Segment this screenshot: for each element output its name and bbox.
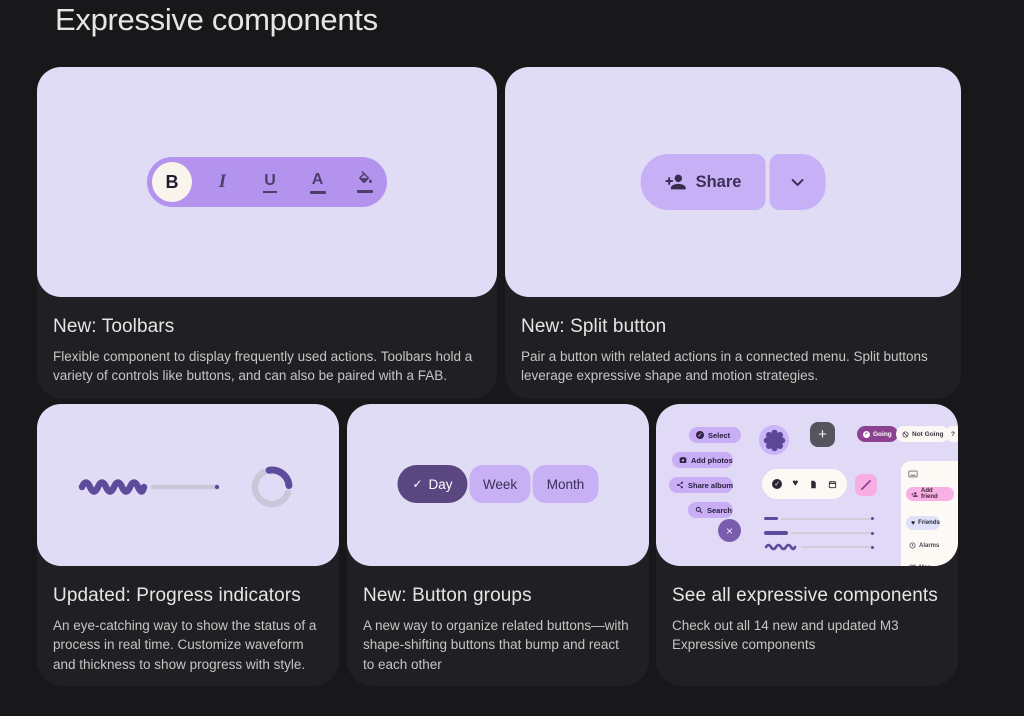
- card-title: New: Button groups: [363, 585, 532, 606]
- card-description: Check out all 14 new and updated M3 Expr…: [672, 618, 899, 653]
- loading-shape: [759, 425, 789, 455]
- check-circle-icon: ✓: [696, 431, 704, 439]
- chevron-down-icon: [787, 172, 807, 192]
- check-circle-icon: ✓: [863, 430, 870, 438]
- wavy-progress-bar: [77, 474, 225, 500]
- card-title: See all expressive components: [672, 585, 938, 606]
- toolbar-demo: B I U A: [147, 157, 387, 207]
- scallop-flower-icon: [763, 429, 785, 451]
- mini-progress-thin: [764, 517, 874, 520]
- underline-icon: U: [263, 172, 277, 193]
- search-chip: Search: [688, 502, 733, 518]
- card-split-button[interactable]: Share New: Split button Pair a button wi…: [505, 67, 961, 399]
- calendar-icon: [828, 480, 837, 489]
- week-button[interactable]: Week: [469, 465, 531, 503]
- button-group-demo: ✓ Day Week Month: [397, 465, 599, 503]
- file-icon: [809, 480, 818, 489]
- page-title: Expressive components: [55, 2, 378, 37]
- paint-bucket-icon: [357, 171, 374, 188]
- heart-icon: ♥: [792, 478, 799, 489]
- heart-icon: ♥: [911, 519, 916, 527]
- card-description: An eye-catching way to show the status o…: [53, 618, 317, 672]
- keyboard-icon: [908, 470, 918, 478]
- not-going-chip: Not Going: [896, 426, 950, 442]
- pencil-icon: [861, 480, 871, 490]
- check-circle-icon: ✓: [772, 479, 783, 489]
- camera-icon: [679, 456, 687, 464]
- split-button-demo: Share: [640, 154, 826, 210]
- person-add-icon: [665, 171, 687, 193]
- map-icon: [909, 564, 916, 566]
- card-description: Pair a button with related actions in a …: [521, 349, 928, 384]
- plus-icon: +: [818, 426, 827, 443]
- alarms-item: Alarms: [909, 542, 939, 549]
- add-friend-item: Add friend: [906, 487, 954, 501]
- underline-button[interactable]: U: [253, 172, 287, 193]
- card-description: Flexible component to display frequently…: [53, 349, 473, 384]
- fill-color-button[interactable]: [348, 171, 382, 193]
- day-button-selected[interactable]: ✓ Day: [397, 465, 468, 503]
- card-title: Updated: Progress indicators: [53, 585, 301, 606]
- toolbars-illustration: B I U A: [37, 67, 497, 297]
- person-add-icon: [911, 491, 918, 498]
- map-item: Map: [909, 564, 931, 566]
- card-see-all[interactable]: ✓ Select Add photos Share album Search ×: [656, 404, 958, 686]
- share-label: Share: [695, 172, 742, 191]
- question-icon: ?: [951, 430, 955, 438]
- card-toolbars[interactable]: B I U A New: Toolbars: [37, 67, 497, 399]
- share-button[interactable]: Share: [640, 154, 766, 210]
- add-fab: +: [810, 422, 835, 447]
- card-title: New: Toolbars: [53, 316, 175, 337]
- card-description: A new way to organize related buttons—wi…: [363, 618, 629, 672]
- share-icon: [676, 481, 684, 489]
- search-icon: [695, 506, 703, 514]
- progress-illustration: [37, 404, 339, 566]
- blocked-icon: [902, 431, 909, 438]
- icon-toolbar: ✓ ♥: [762, 469, 847, 499]
- clock-icon: [909, 542, 916, 549]
- italic-icon: I: [218, 171, 227, 192]
- card-button-groups[interactable]: ✓ Day Week Month New: Button groups A ne…: [347, 404, 649, 686]
- circular-progress-spinner: [248, 463, 296, 511]
- mini-progress-wavy: [764, 542, 874, 552]
- close-fab: ×: [718, 519, 741, 542]
- check-icon: ✓: [412, 477, 423, 491]
- components-collage: ✓ Select Add photos Share album Search ×: [656, 404, 958, 566]
- select-chip: ✓ Select: [689, 427, 741, 443]
- mini-progress-thick: [764, 531, 874, 535]
- split-dropdown-button[interactable]: [769, 154, 826, 210]
- button-groups-illustration: ✓ Day Week Month: [347, 404, 649, 566]
- close-icon: ×: [725, 523, 733, 538]
- add-photos-chip: Add photos: [672, 452, 733, 468]
- text-color-icon: A: [311, 170, 324, 188]
- bold-button[interactable]: B: [152, 162, 192, 202]
- share-album-chip: Share album: [669, 477, 733, 493]
- friends-item: ♥ Friends: [906, 516, 940, 530]
- text-color-button[interactable]: A: [301, 171, 335, 194]
- maybe-chip: ? Maybe: [945, 426, 958, 442]
- going-chip: ✓ Going: [857, 426, 898, 442]
- italic-button[interactable]: I: [206, 171, 240, 193]
- card-progress-indicators[interactable]: Updated: Progress indicators An eye-catc…: [37, 404, 339, 686]
- month-button[interactable]: Month: [532, 465, 599, 503]
- edit-button: [855, 474, 877, 496]
- menu-sheet: Add friend ♥ Friends Alarms Map: [901, 461, 958, 566]
- split-button-illustration: Share: [505, 67, 961, 297]
- card-title: New: Split button: [521, 316, 667, 337]
